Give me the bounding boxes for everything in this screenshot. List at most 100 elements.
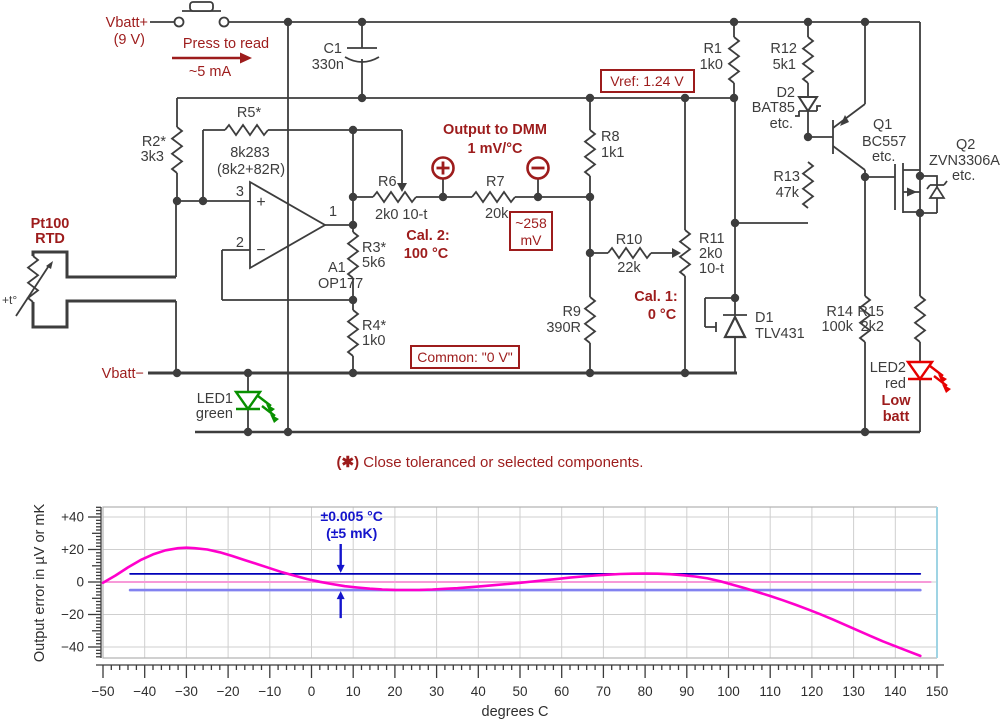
rtd-temp-label: +t° <box>2 293 17 307</box>
y-axis-ruler <box>88 506 102 658</box>
q1-value: BC557 <box>862 134 906 150</box>
r5-value2: (8k2+82R) <box>217 162 285 178</box>
opamp-pin2: 2 <box>236 235 244 251</box>
x-tick-label: 10 <box>346 684 361 699</box>
mv-box-value: ~258 <box>515 215 547 231</box>
y-tick-label: 0 <box>76 575 84 590</box>
r8-ref: R8 <box>601 129 620 145</box>
common-box-label: Common: "0 V" <box>417 349 513 365</box>
d1-ref: D1 <box>755 310 774 326</box>
d2-etc: etc. <box>770 116 793 132</box>
q1-ref: Q1 <box>873 117 892 133</box>
led1-color: green <box>196 406 233 422</box>
cal1-line1: Cal. 1: <box>634 289 678 305</box>
vbatt-voltage-label: (9 V) <box>114 32 145 48</box>
tolerance-annotation-line2: (±5 mK) <box>326 525 377 541</box>
d1-symbol <box>723 314 747 339</box>
q2-zener-triangle <box>928 185 946 199</box>
x-tick-label: 0 <box>308 684 316 699</box>
r8-value: 1k1 <box>601 145 624 161</box>
r2-symbol <box>170 126 184 174</box>
r15-value: 2k2 <box>861 319 884 335</box>
dmm-minus-terminal <box>526 156 550 180</box>
x-tick-label: 110 <box>759 684 781 699</box>
r6-ref: R6 <box>378 174 397 190</box>
r5-ref: R5* <box>237 105 262 121</box>
x-tick-label: 80 <box>638 684 653 699</box>
r3-value: 5k6 <box>362 255 385 271</box>
x-tick-label: 90 <box>679 684 694 699</box>
x-tick-label: 120 <box>801 684 824 699</box>
r1-value: 1k0 <box>700 57 723 73</box>
r9-symbol <box>583 296 597 344</box>
opamp-ref: A1 <box>328 260 346 276</box>
r2-value: 3k3 <box>141 149 164 165</box>
x-tick-label: −40 <box>133 684 156 699</box>
r3-symbol <box>346 231 360 279</box>
r1-ref: R1 <box>703 41 722 57</box>
r13-ref: R13 <box>773 169 800 185</box>
y-tick-label: +20 <box>61 542 84 557</box>
vref-box-label: Vref: 1.24 V <box>610 73 684 89</box>
y-tick-label: −20 <box>61 607 84 622</box>
q2-ref: Q2 <box>956 137 975 153</box>
x-tick-label: 20 <box>387 684 402 699</box>
vbatt-plus-label: Vbatt+ <box>106 15 148 31</box>
low-batt-line1: Low <box>882 393 912 409</box>
dmm-plus-terminal <box>431 156 455 180</box>
press-to-read-label: Press to read <box>183 36 269 52</box>
r10-ref: R10 <box>616 232 643 248</box>
x-tick-label: 100 <box>717 684 740 699</box>
junction-dots <box>172 17 925 437</box>
rtd-arrow <box>15 263 51 317</box>
led2-ref: LED2 <box>870 360 906 376</box>
d2-ref: D2 <box>776 85 795 101</box>
r8-symbol <box>583 129 597 177</box>
opamp-plus-sign: + <box>256 194 265 211</box>
x-tick-label: 40 <box>471 684 486 699</box>
r11-value: 2k0 <box>699 246 722 262</box>
opamp-part: OP177 <box>318 276 363 292</box>
footnote-text: Close toleranced or selected components. <box>359 454 643 471</box>
error-chart-svg: Output error in µV or mK degrees C −50−4… <box>32 504 949 720</box>
q2-channel-arrow <box>907 187 917 197</box>
r11-wiper-arrow <box>672 248 681 258</box>
x-tick-label: 50 <box>512 684 527 699</box>
r6-value: 2k0 10-t <box>375 207 427 223</box>
r10-value: 22k <box>617 260 641 276</box>
r5-symbol <box>224 123 269 137</box>
r15-symbol <box>913 295 927 343</box>
led1-symbol <box>233 390 279 423</box>
r4-symbol <box>346 309 360 357</box>
r13-symbol <box>801 161 815 209</box>
cal2-line1: Cal. 2: <box>406 228 450 244</box>
current-label: ~5 mA <box>189 64 232 80</box>
labels: Vbatt+ (9 V) Press to read ~5 mA Vbatt− … <box>2 15 1000 471</box>
series-output-error <box>101 546 922 658</box>
vref-box <box>600 69 695 93</box>
x-tick-label: −50 <box>92 684 115 699</box>
r2-ref: R2* <box>142 134 167 150</box>
x-tick-label: −10 <box>258 684 281 699</box>
pushbutton-switch <box>173 1 230 28</box>
tolerance-arrows <box>336 544 345 619</box>
q1-etc: etc. <box>872 149 895 165</box>
x-axis-ruler <box>96 664 944 678</box>
cal1-line2: 0 °C <box>648 307 677 323</box>
x-axis-title: degrees C <box>482 704 549 720</box>
led2-symbol <box>905 360 951 393</box>
component-symbols <box>15 1 951 423</box>
wires <box>31 21 948 434</box>
rtd-name: Pt100 <box>31 216 70 232</box>
opamp-pin1: 1 <box>329 204 337 220</box>
r11-value2: 10-t <box>699 261 724 277</box>
x-tick-label: 140 <box>884 684 907 699</box>
x-tick-label: −30 <box>175 684 198 699</box>
y-tick-label: −40 <box>61 640 84 655</box>
r7-value: 20k <box>485 206 509 222</box>
current-arrow <box>172 52 252 64</box>
x-tick-label: 150 <box>926 684 949 699</box>
r11-ref: R11 <box>699 231 725 247</box>
